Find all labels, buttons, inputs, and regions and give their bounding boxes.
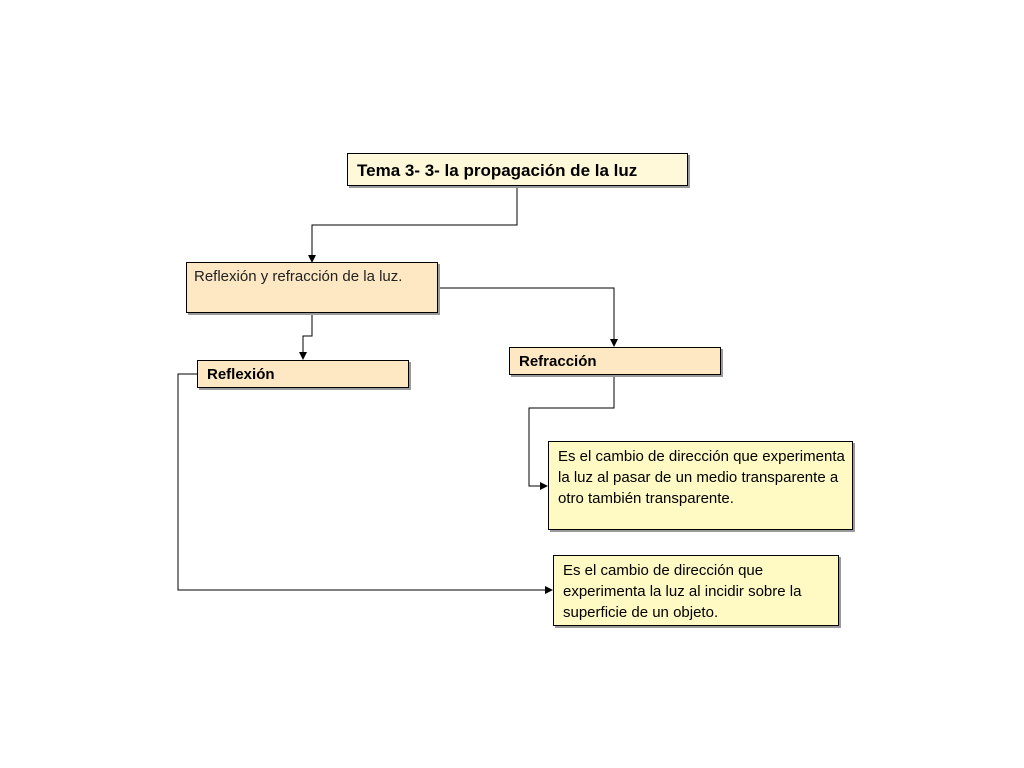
connector-refraccion-to-definition bbox=[528, 375, 615, 490]
subtopic-node: Reflexión y refracción de la luz. bbox=[186, 262, 438, 313]
connector-reflexion-to-definition bbox=[177, 373, 553, 594]
reflexion-node: Reflexión bbox=[197, 360, 409, 388]
reflexion-definition-node: Es el cambio de dirección que experiment… bbox=[553, 555, 839, 626]
refraccion-definition-node: Es el cambio de dirección que experiment… bbox=[548, 441, 853, 530]
connector-subtopic-to-refraccion bbox=[438, 287, 618, 347]
connector-title-to-subtopic bbox=[308, 186, 518, 263]
connector-subtopic-to-reflexion bbox=[299, 313, 313, 360]
title-node: Tema 3- 3- la propagación de la luz bbox=[347, 153, 688, 186]
refraccion-node: Refracción bbox=[509, 347, 721, 375]
